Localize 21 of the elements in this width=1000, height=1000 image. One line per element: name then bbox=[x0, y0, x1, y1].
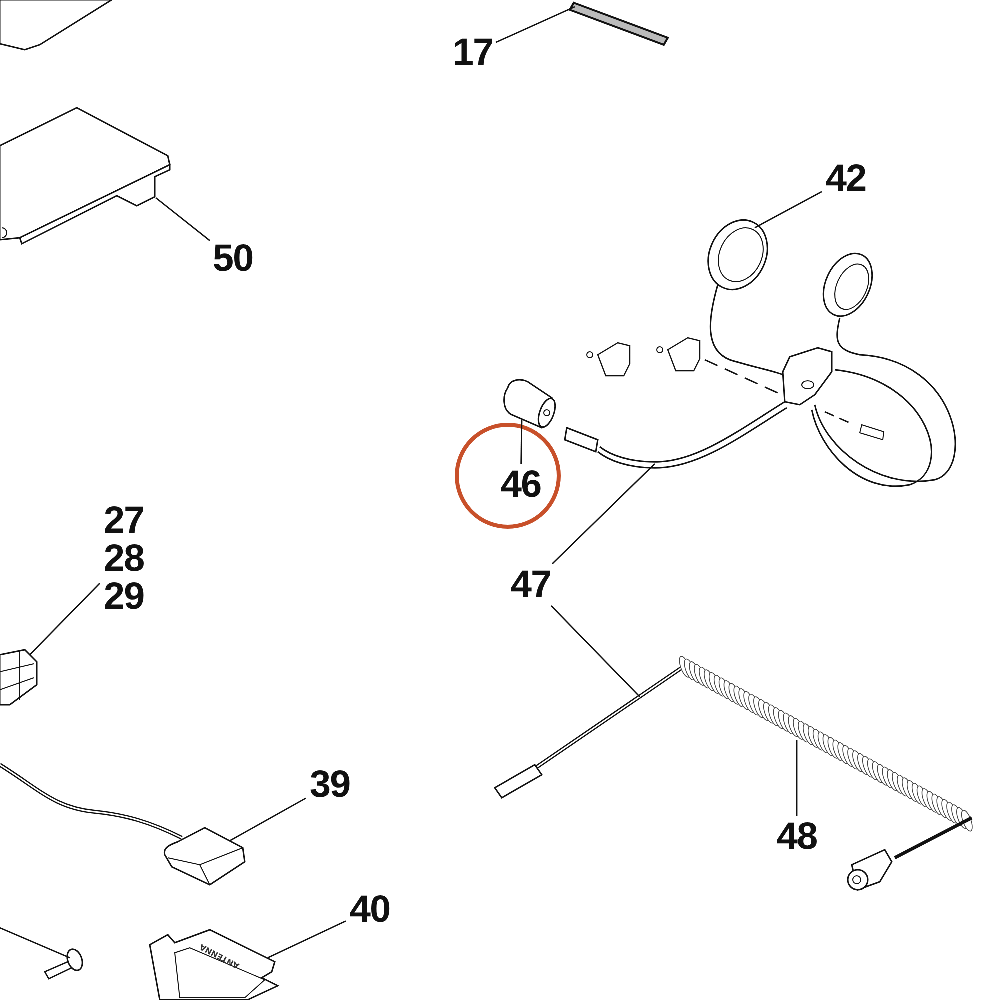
callout-number: 46 bbox=[498, 464, 544, 506]
leader-line bbox=[156, 197, 210, 242]
callout-number: 27 bbox=[104, 502, 144, 540]
callout-number: 39 bbox=[306, 764, 354, 806]
callout-number: 40 bbox=[346, 889, 394, 931]
leader-line bbox=[0, 927, 70, 959]
callout-number: 50 bbox=[210, 238, 256, 280]
leader-line bbox=[754, 191, 822, 229]
leader-line bbox=[552, 464, 656, 564]
callout-number: 47 bbox=[508, 564, 554, 606]
leader-line bbox=[268, 920, 346, 959]
leader-line bbox=[230, 798, 306, 842]
callout-number: 17 bbox=[450, 32, 496, 74]
leader-line bbox=[496, 6, 576, 44]
callout-number: 42 bbox=[822, 158, 870, 200]
leader-line bbox=[30, 583, 100, 656]
callout-number: 29 bbox=[104, 578, 144, 616]
leader-line bbox=[796, 740, 798, 816]
leader-line bbox=[550, 606, 640, 698]
callout-number: 28 bbox=[104, 540, 144, 578]
callout-number: 48 bbox=[774, 816, 820, 858]
